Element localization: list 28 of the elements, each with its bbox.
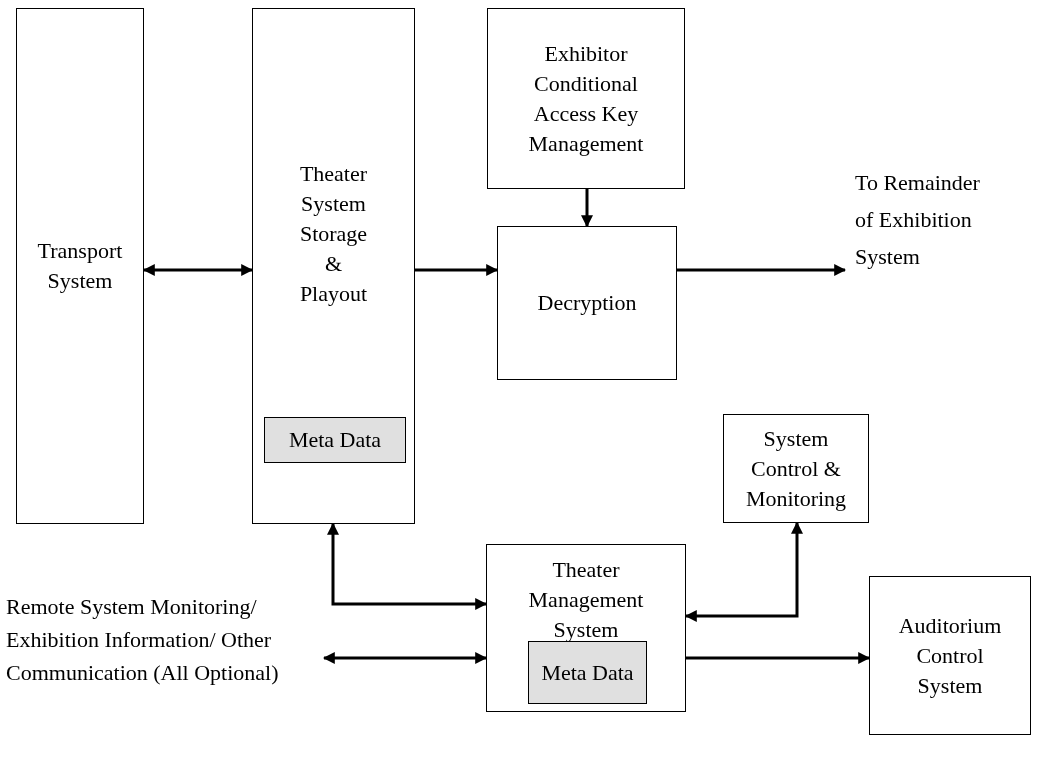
arrow [327,522,488,610]
node-text: Auditorium Control System [898,611,1002,700]
process-box [869,576,1031,735]
arrow [581,189,593,228]
node-text: Meta Data [288,426,382,454]
process-box [723,414,869,523]
arrow [142,264,254,276]
arrow [322,652,488,664]
arrow [684,521,803,622]
process-box [497,226,677,380]
node-text: Theater System Storage & Playout [298,160,369,308]
process-box [252,8,415,524]
process-box [487,8,685,189]
node-text: System Control & Monitoring [744,424,848,513]
arrow [686,652,871,664]
process-box [486,544,686,712]
node-text: Decryption [537,289,637,317]
arrow [415,264,499,276]
node-text: Meta Data [541,658,634,687]
arrow [677,264,847,276]
metadata-box [264,417,406,463]
node-text: To Remainder of Exhibition System [855,169,981,271]
node-text: Theater Management System [527,556,645,644]
node-text: Transport System [37,237,123,295]
metadata-box [528,641,647,704]
node-text: Exhibitor Conditional Access Key Management [527,39,645,158]
process-box [16,8,144,524]
node-text: Remote System Monitoring/ Exhibition Information/ Other Communication (All Optional) [6,593,280,687]
